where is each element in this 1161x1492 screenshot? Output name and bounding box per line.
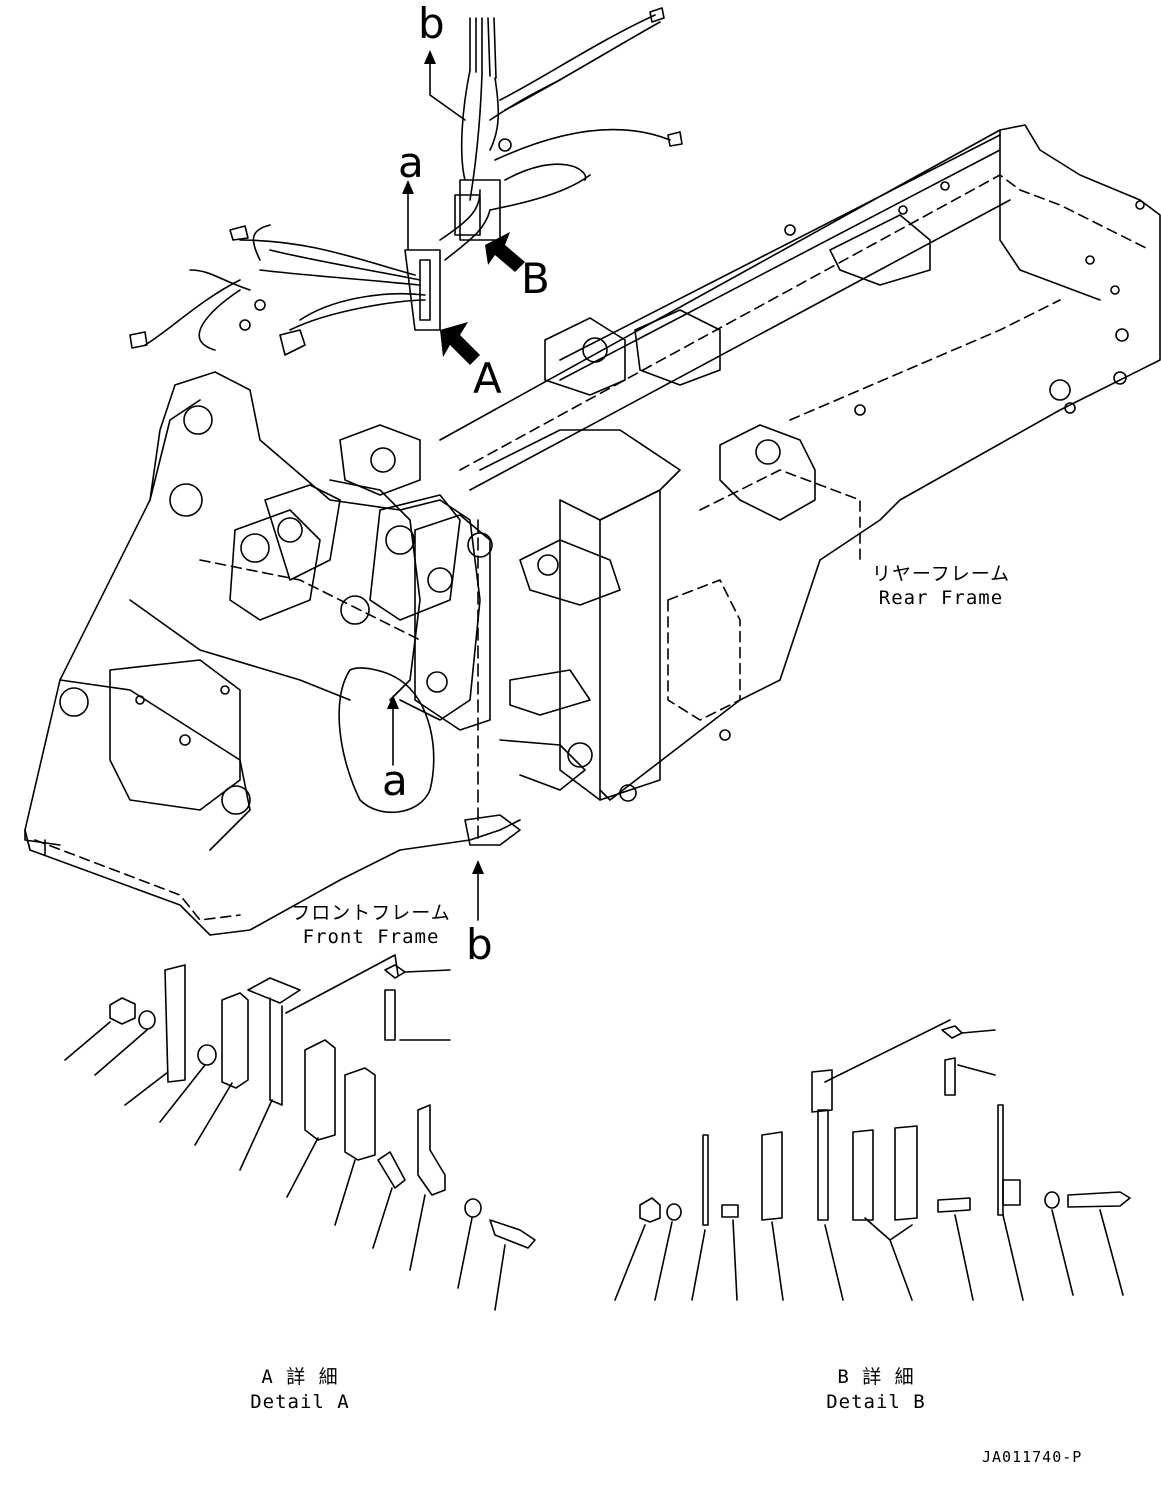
reference-lines [285, 61, 951, 1083]
arrow-up-a-circle [387, 695, 399, 709]
detail-b-parts [614, 1025, 1131, 1301]
rear-frame-label-en: Rear Frame [878, 587, 1004, 609]
hose-bundle-drawing [129, 7, 683, 356]
arrow-up-b-top [424, 50, 436, 64]
detail-a-title-en: Detail A [250, 1391, 350, 1413]
rear-frame-label-jp: リヤーフレーム [871, 563, 1011, 585]
detail-b-title-en: Detail B [826, 1391, 926, 1413]
front-frame-label-en: Front Frame [302, 926, 440, 948]
front-frame-label-jp: フロントフレーム [291, 902, 451, 924]
callout-b-top: b [418, 0, 445, 48]
callout-a-circled: a [382, 756, 408, 805]
callout-b-bottom: b [466, 920, 493, 969]
front-frame-drawing [24, 371, 521, 936]
view-arrow-A [440, 322, 480, 365]
drawing-code: JA011740-P [982, 1448, 1083, 1466]
view-arrow-B [485, 232, 525, 272]
callout-a-top: a [398, 138, 424, 187]
detail-a-title-jp: A 詳 細 [261, 1366, 339, 1388]
detail-a-parts [64, 964, 536, 1311]
rear-frame-drawing [439, 124, 1161, 802]
arrow-up-b-bottom [472, 860, 484, 874]
view-label-A: A [473, 354, 502, 403]
detail-b-title-jp: B 詳 細 [837, 1366, 915, 1388]
arrow-up-a-top [402, 180, 414, 194]
view-label-B: B [521, 254, 550, 303]
